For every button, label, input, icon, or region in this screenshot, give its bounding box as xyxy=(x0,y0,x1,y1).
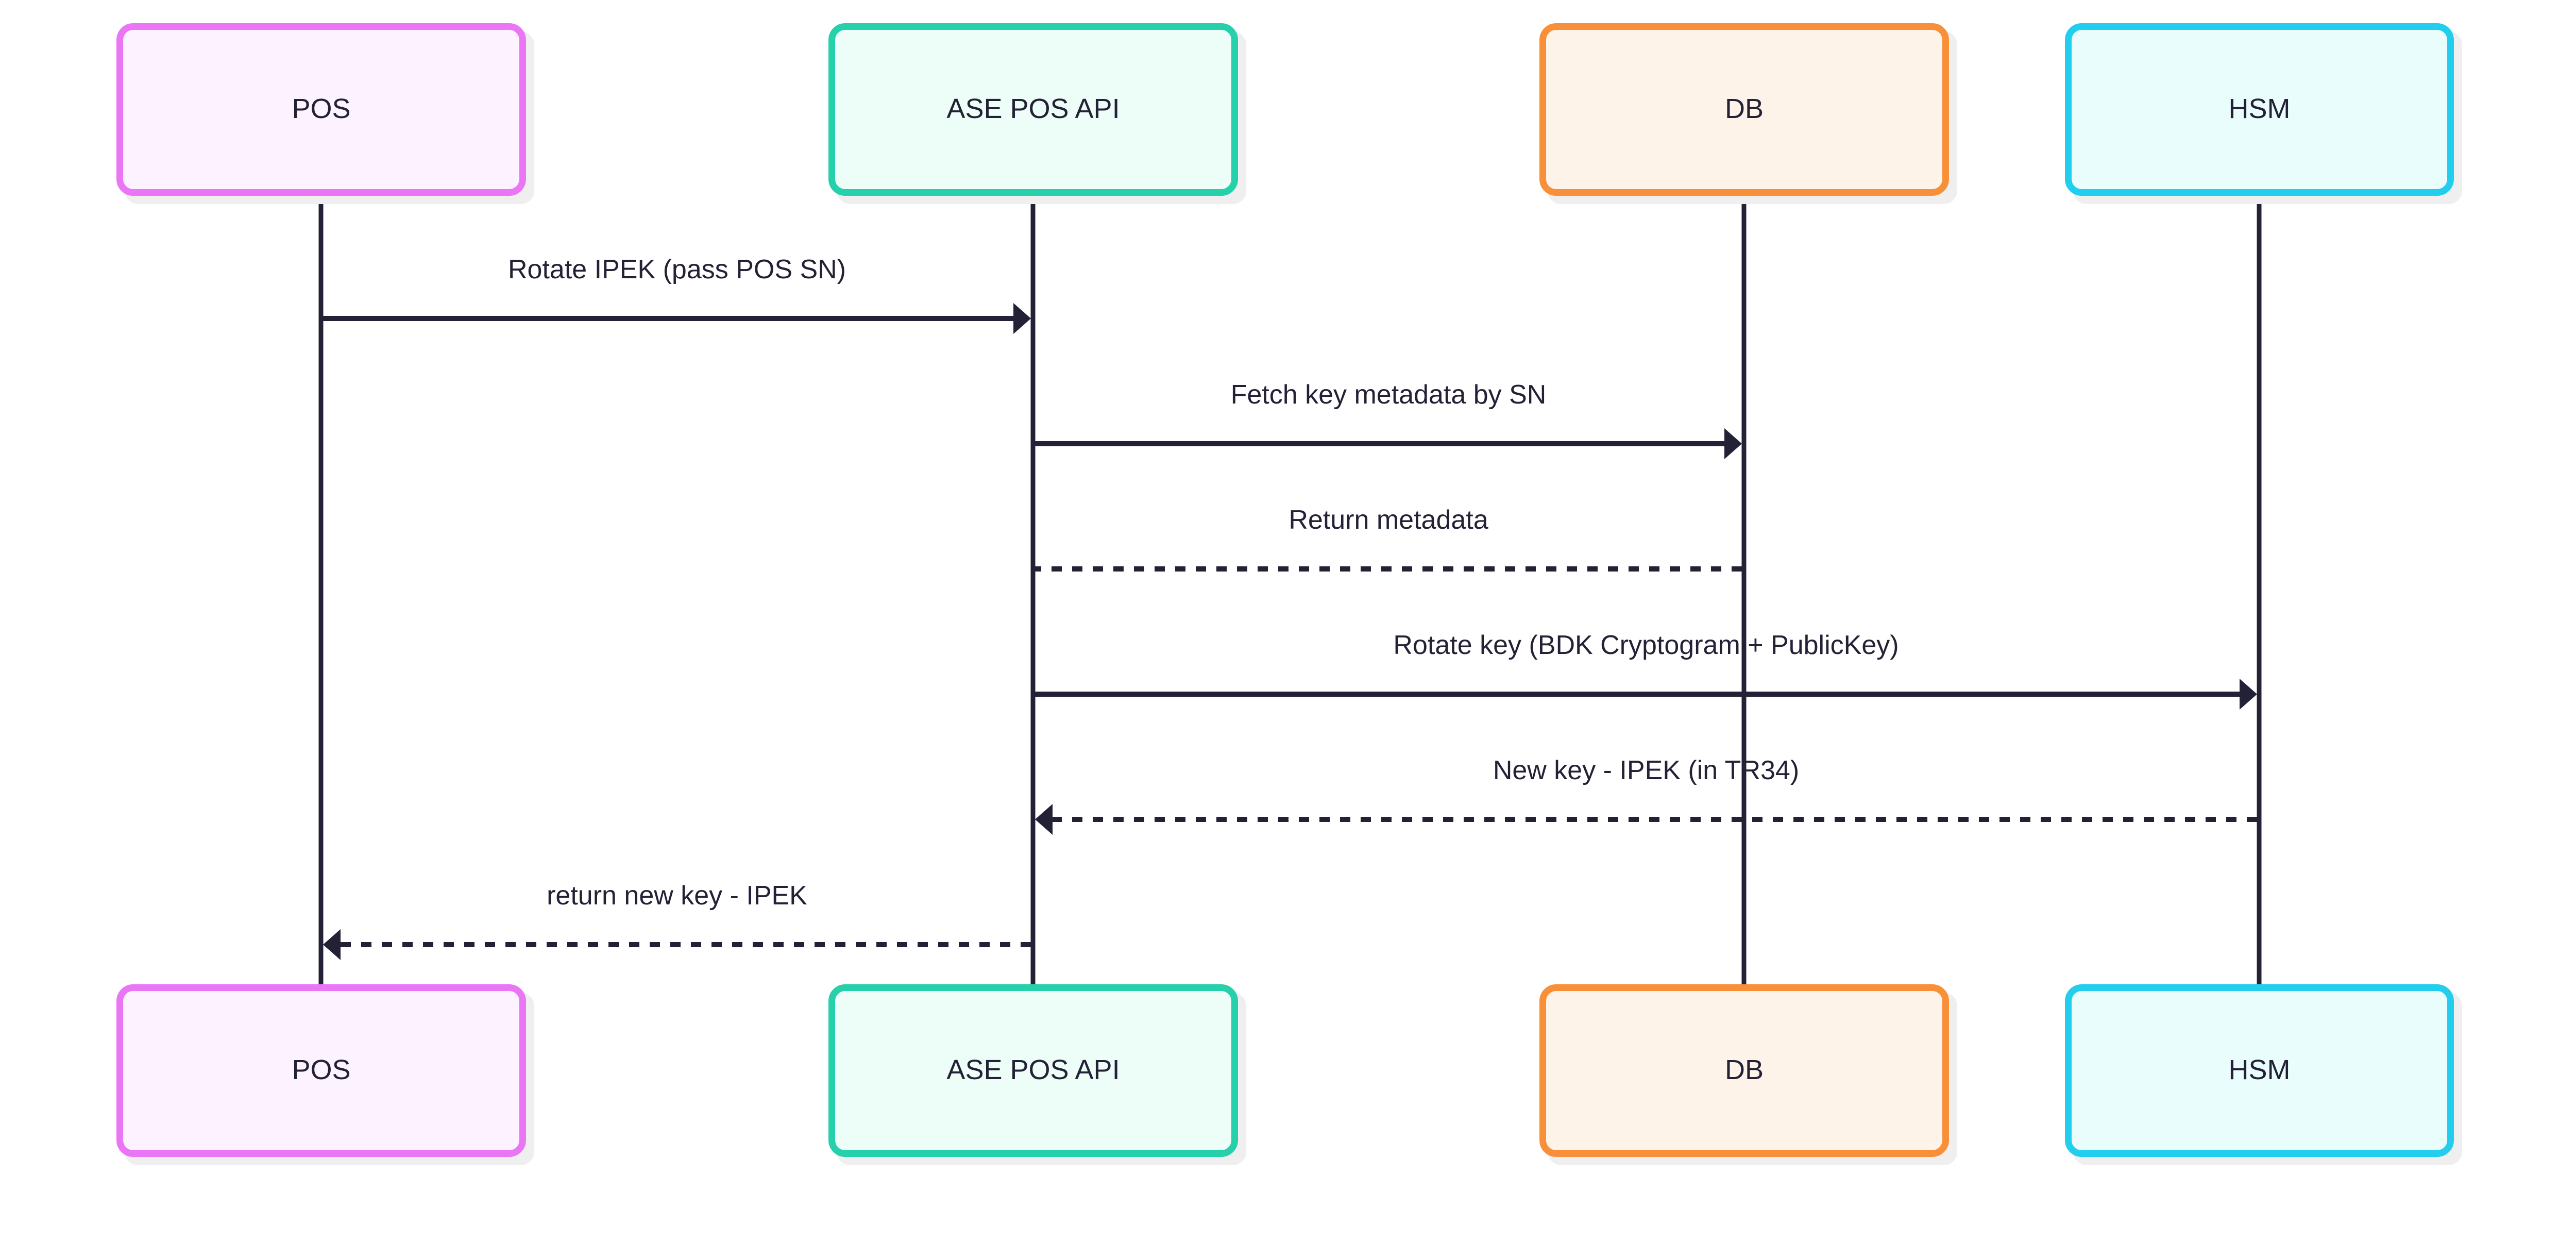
message-4-ase-pos-api-to-hsm[interactable]: Rotate key (BDK Cryptogram + PublicKey) xyxy=(1035,630,2257,710)
message-label-3: Return metadata xyxy=(1289,505,1488,535)
actor-label-hsm-top: HSM xyxy=(2229,93,2291,124)
actor-box-hsm-top[interactable]: HSM xyxy=(2065,23,2454,196)
actor-box-rect-db-bottom xyxy=(1539,984,1949,1157)
actor-box-ase-pos-api-bottom[interactable]: ASE POS API xyxy=(828,984,1238,1157)
actor-label-db-bottom: DB xyxy=(1725,1054,1764,1085)
message-6-ase-pos-api-to-pos[interactable]: return new key - IPEK xyxy=(323,881,1031,960)
actor-box-rect-hsm-top xyxy=(2065,23,2454,196)
message-2-ase-pos-api-to-db[interactable]: Fetch key metadata by SN xyxy=(1035,380,1742,459)
message-1-pos-to-ase-pos-api[interactable]: Rotate IPEK (pass POS SN) xyxy=(323,255,1031,334)
actor-box-db-bottom[interactable]: DB xyxy=(1539,984,1949,1157)
message-arrowhead-4 xyxy=(2240,679,2257,710)
actor-label-hsm-bottom: HSM xyxy=(2229,1054,2291,1085)
messages-layer: Rotate IPEK (pass POS SN) Fetch key metad… xyxy=(323,255,2257,960)
message-label-6: return new key - IPEK xyxy=(547,881,807,911)
message-5-hsm-to-ase-pos-api[interactable]: New key - IPEK (in TR34) xyxy=(1035,755,2257,835)
actor-box-rect-db-top xyxy=(1539,23,1949,196)
actor-box-rect-hsm-bottom xyxy=(2065,984,2454,1157)
actor-box-rect-ase-pos-api-bottom xyxy=(828,984,1238,1157)
message-arrowhead-2 xyxy=(1724,428,1742,459)
message-3-db-to-ase-pos-api[interactable]: Return metadata xyxy=(1035,505,1742,572)
message-label-4: Rotate key (BDK Cryptogram + PublicKey) xyxy=(1393,630,1899,660)
actor-box-pos-top[interactable]: POS xyxy=(116,23,526,196)
actor-label-pos-bottom: POS xyxy=(292,1054,350,1085)
actor-box-hsm-bottom[interactable]: HSM xyxy=(2065,984,2454,1157)
actor-boxes-layer: POS POS ASE POS API ASE POS API DB DB HSM HSM xyxy=(116,23,2454,1157)
actor-label-pos-top: POS xyxy=(292,93,350,124)
message-label-5: New key - IPEK (in TR34) xyxy=(1493,755,1799,785)
actor-box-rect-pos-bottom xyxy=(116,984,526,1157)
message-label-1: Rotate IPEK (pass POS SN) xyxy=(508,255,846,284)
lifelines-layer xyxy=(318,196,2262,987)
actor-box-db-top[interactable]: DB xyxy=(1539,23,1949,196)
message-label-2: Fetch key metadata by SN xyxy=(1231,380,1547,410)
actor-box-pos-bottom[interactable]: POS xyxy=(116,984,526,1157)
actor-box-ase-pos-api-top[interactable]: ASE POS API xyxy=(828,23,1238,196)
actor-label-ase-pos-api-bottom: ASE POS API xyxy=(946,1054,1120,1085)
message-arrowhead-1 xyxy=(1013,303,1031,334)
actor-label-db-top: DB xyxy=(1725,93,1764,124)
actor-label-ase-pos-api-top: ASE POS API xyxy=(946,93,1120,124)
actor-box-rect-ase-pos-api-top xyxy=(828,23,1238,196)
message-arrowhead-5 xyxy=(1035,804,1053,835)
actor-box-rect-pos-top xyxy=(116,23,526,196)
message-arrowhead-6 xyxy=(323,929,341,960)
